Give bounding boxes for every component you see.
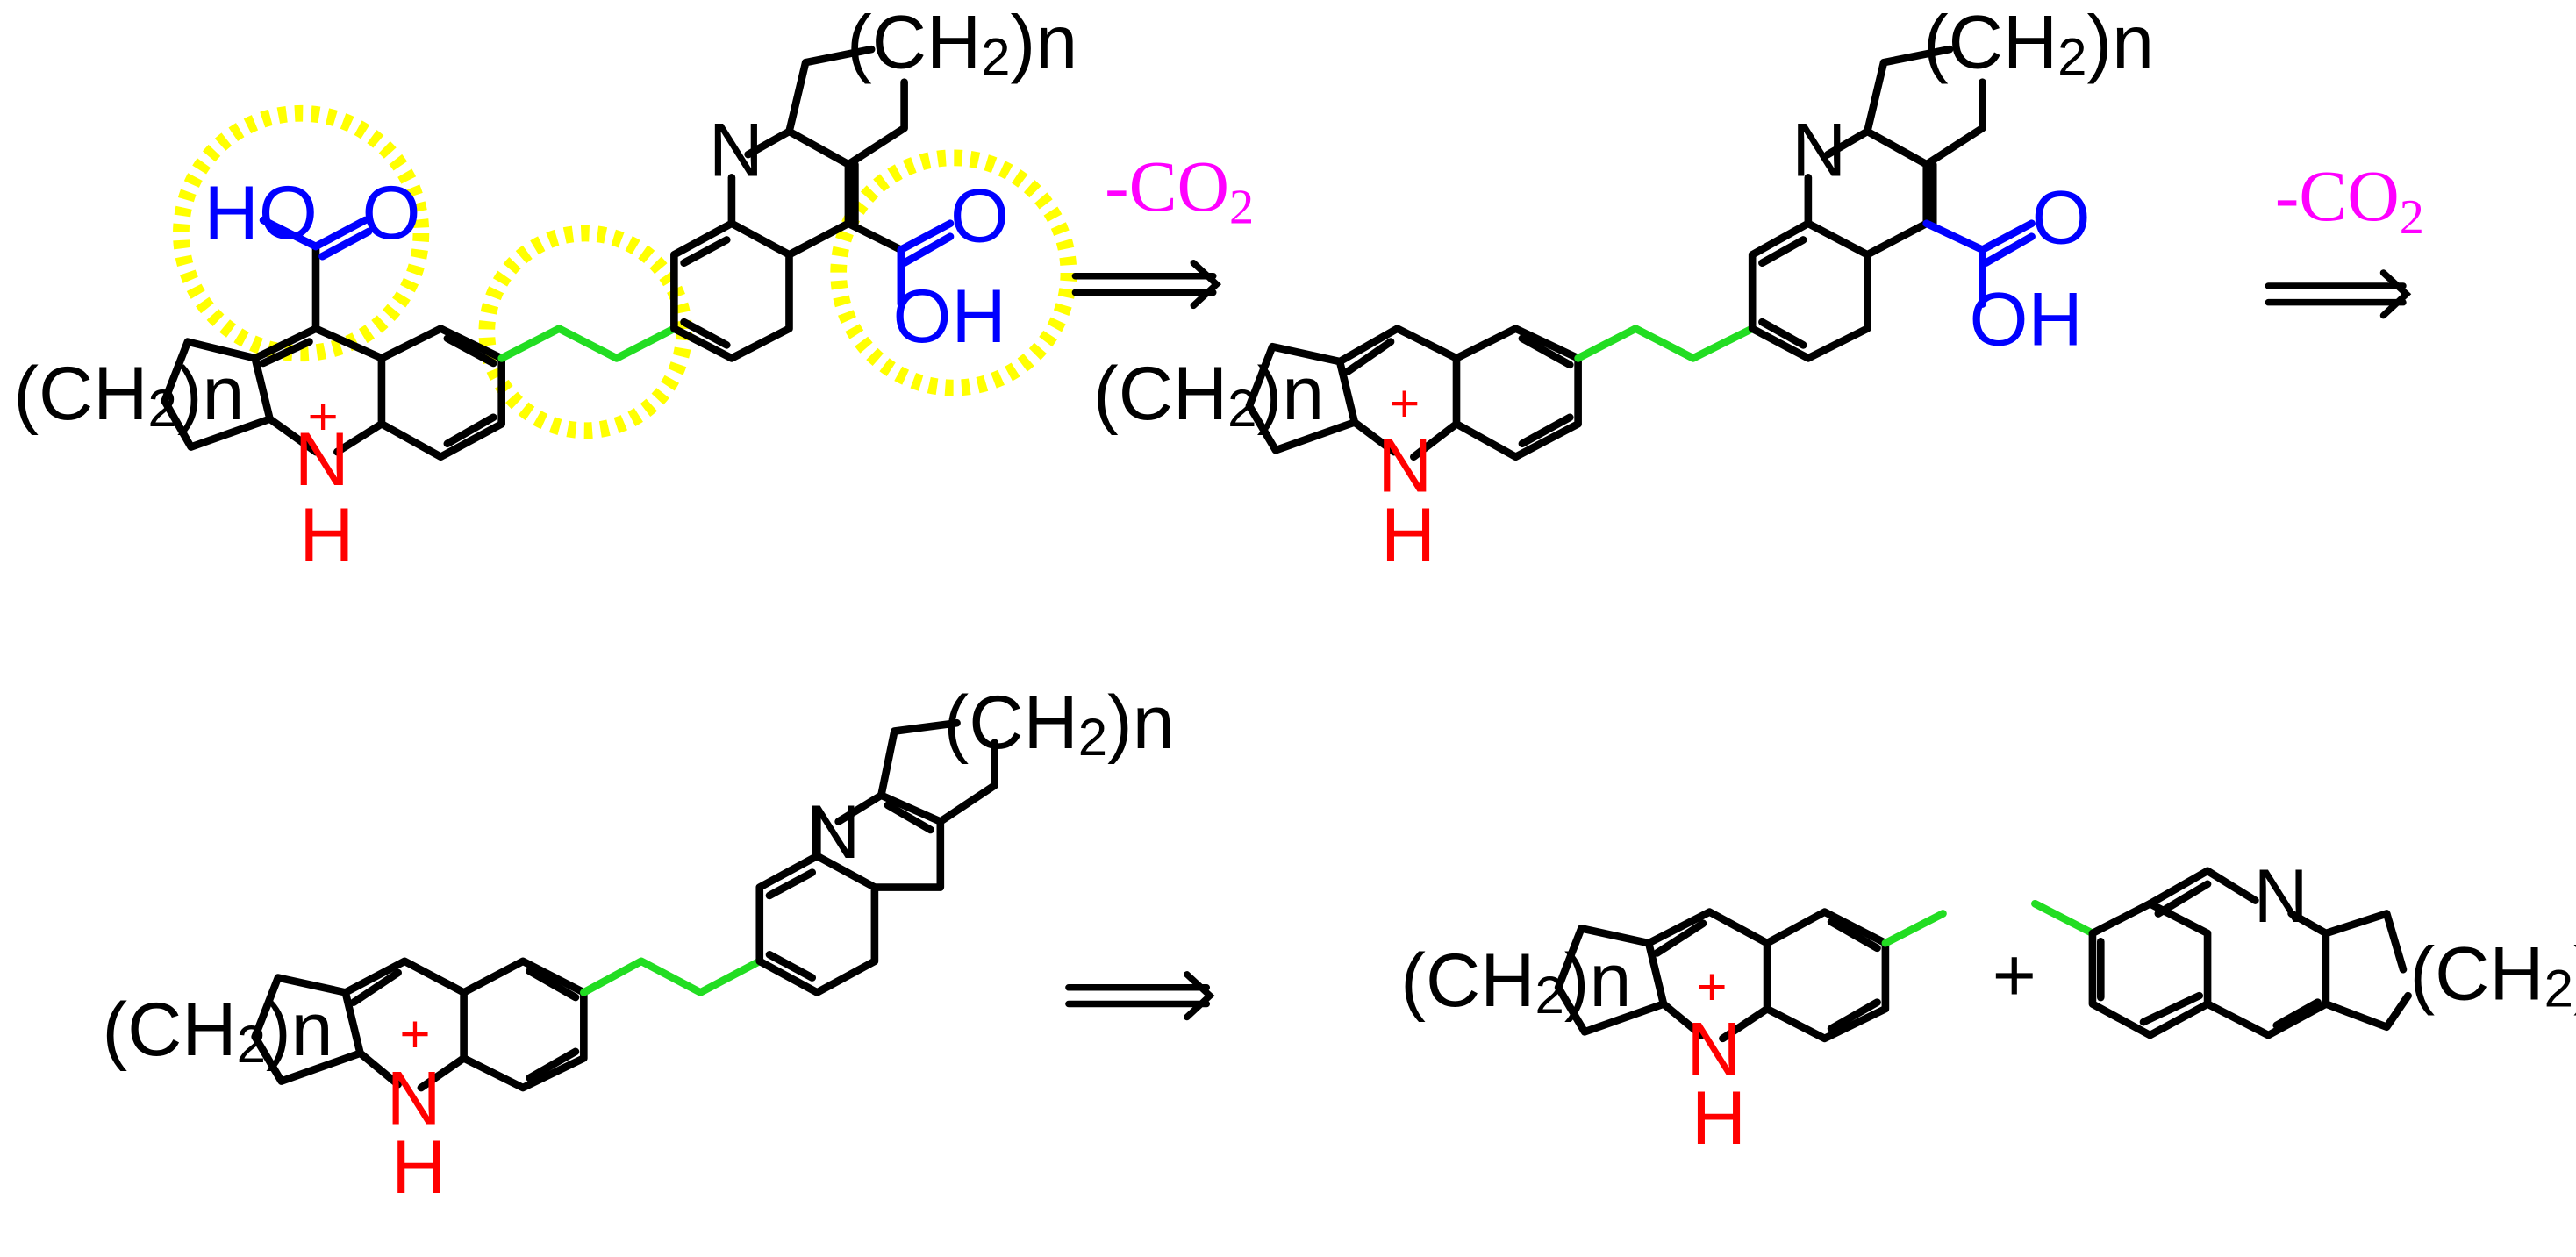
label-hydrogen-1a: H xyxy=(299,493,354,577)
highlight-circle-carboxyl-left xyxy=(173,104,430,362)
operator-plus: + xyxy=(1993,933,2036,1018)
label-o-1b: O xyxy=(950,175,1009,259)
label-ch2n-2b: (CH2)n xyxy=(1923,0,2154,86)
label-ch2n-1b: (CH2)n xyxy=(847,0,1077,86)
label-nitrogen-3b: N xyxy=(805,790,860,875)
reaction-arrow-1 xyxy=(1071,259,1222,310)
label-plus-3a: + xyxy=(400,1005,431,1064)
label-ch2n-3a: (CH2)n xyxy=(102,988,333,1074)
label-oh-2: OH xyxy=(1969,278,2082,362)
label-ch2n-4a: (CH2)n xyxy=(1400,939,1631,1025)
label-hydrogen-3a: H xyxy=(391,1125,446,1210)
label-o-2: O xyxy=(2032,176,2091,261)
label-hydrogen-4a: H xyxy=(1692,1076,1746,1161)
label-plus-1a: + xyxy=(308,387,339,446)
reaction-arrow-3 xyxy=(1065,971,1215,1021)
label-nitrogen-5a: N xyxy=(2254,854,2308,939)
label-ch2n-2a: (CH2)n xyxy=(1093,352,1324,438)
label-nitrogen-4a: N xyxy=(1686,1007,1741,1091)
label-ch2n-1a: (CH2)n xyxy=(13,352,244,438)
label-ch2n-3b: (CH2)n xyxy=(944,681,1175,767)
product-acridinium xyxy=(1554,908,1947,1043)
structure-diacid xyxy=(161,45,955,461)
highlight-circle-linker xyxy=(478,225,692,439)
product-quinoline xyxy=(2031,867,2412,1039)
reagent-label-1: -CO2 xyxy=(1105,146,1254,235)
label-ch2n-5a: (CH2)n xyxy=(2409,932,2576,1018)
label-nitrogen-1a: N xyxy=(295,418,349,502)
label-ho-1: HO xyxy=(204,171,318,255)
label-plus-4a: + xyxy=(1696,957,1727,1016)
label-nitrogen-2a: N xyxy=(1377,424,1432,508)
label-hydrogen-2a: H xyxy=(1381,493,1435,577)
structure-dimer xyxy=(251,718,998,1092)
structure-monoacid xyxy=(1245,45,2036,461)
label-nitrogen-2b: N xyxy=(1792,109,1846,193)
label-nitrogen-1b: N xyxy=(709,109,763,193)
label-o-1a: O xyxy=(361,171,420,255)
label-plus-2a: + xyxy=(1389,374,1420,432)
highlight-circle-carboxyl-right xyxy=(830,149,1077,396)
reaction-arrow-2 xyxy=(2265,269,2412,319)
reagent-label-2: -CO2 xyxy=(2275,156,2424,245)
label-oh-1: OH xyxy=(892,275,1005,359)
label-nitrogen-3a: N xyxy=(387,1057,441,1141)
